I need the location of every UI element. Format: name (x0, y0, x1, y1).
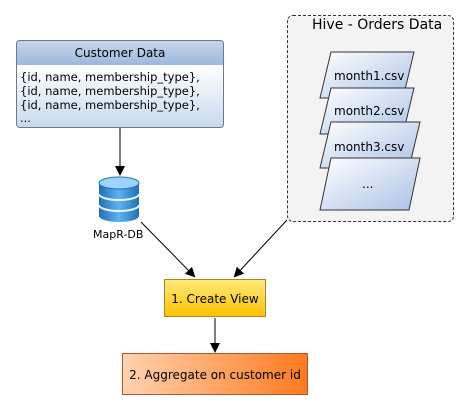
database-icon (98, 176, 140, 222)
customer-record-line: {id, name, membership_type}, (20, 84, 200, 98)
customer-record-line: {id, name, membership_type}, (20, 70, 200, 84)
csv-file-label: month3.csv (334, 140, 405, 154)
aggregate-step: 2. Aggregate on customer id (122, 353, 308, 395)
arrow-db-to-create-view (140, 221, 196, 278)
aggregate-label: 2. Aggregate on customer id (129, 368, 301, 382)
customer-data-body (16, 65, 224, 128)
customer-data-header: Customer Data (16, 40, 224, 66)
customer-data-title: Customer Data (74, 46, 166, 60)
customer-record-line: {id, name, membership_type}, (20, 98, 200, 112)
arrow-hive-to-create-view (233, 219, 288, 278)
database-label: MapR-DB (93, 228, 144, 241)
customer-record-ellipsis: ... (20, 111, 31, 125)
csv-file-label: month2.csv (334, 104, 405, 118)
hive-orders-title: Hive - Orders Data (312, 17, 443, 33)
csv-file-ellipsis: ... (362, 177, 374, 191)
create-view-label: 1. Create View (171, 292, 259, 306)
csv-file-shape (319, 157, 421, 211)
create-view-step: 1. Create View (164, 279, 266, 317)
csv-file-label: month1.csv (334, 69, 405, 83)
